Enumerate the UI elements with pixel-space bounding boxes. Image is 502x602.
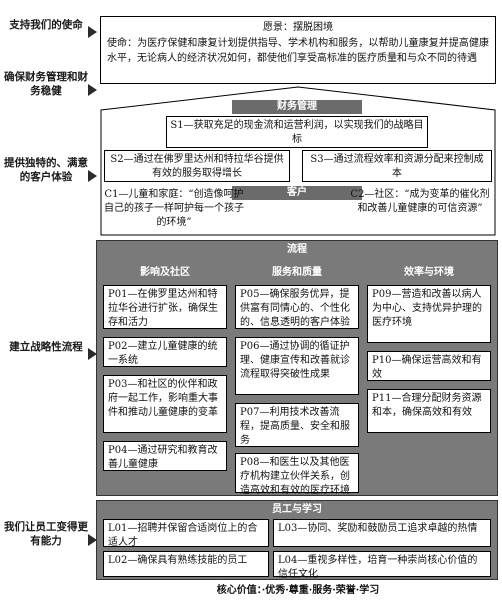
finance-s1: S1—获取充足的现金流和运营利润，以实现我们的战略目标 bbox=[166, 116, 428, 148]
arrow-right-icon bbox=[88, 534, 97, 546]
process-p06: P06—通过协调的循证护理、健康宣传和改善就诊流程取得突破性成果 bbox=[235, 337, 359, 395]
customer-c1: C1—儿童和家庭：“创造像呵护自己的孩子一样呵护每一个孩子的环境” bbox=[104, 189, 244, 228]
learning-panel: 员工与学习 L01—招聘并保留合适岗位上的合适人才 L02—确保具有熟练技能的员… bbox=[96, 500, 498, 580]
arrow-right-icon bbox=[88, 348, 97, 360]
vision-mission-box: 愿景：摆脱困境 使命：为医疗保健和康复计划提供指导、学术机构和服务，以帮助儿童康… bbox=[100, 16, 496, 84]
process-header: 流程 bbox=[287, 244, 307, 255]
process-column-head: 影响及社区 bbox=[140, 267, 190, 278]
finance-s2: S2—通过在佛罗里达州和特拉华谷提供有效的服务取得增长 bbox=[104, 150, 290, 182]
process-p03: P03—和社区的伙伴和政府一起工作，影响重大事件和推动儿童健康的变革 bbox=[103, 375, 227, 433]
learning-l02: L02—确保具有熟练技能的员工 bbox=[103, 551, 269, 577]
process-p05: P05—确保服务优异，提供富有同情心的、个性化的、信息透明的客户体验 bbox=[235, 285, 359, 329]
learning-l03: L03—协同、奖励和鼓励员工追求卓越的热情 bbox=[273, 519, 491, 547]
process-column-head: 效率与环境 bbox=[404, 267, 454, 278]
side-label-people: 我们让员工变得更有能力 bbox=[4, 521, 88, 547]
customer-header: 客户 bbox=[232, 186, 362, 200]
learning-header: 员工与学习 bbox=[272, 504, 322, 515]
arrow-right-icon bbox=[88, 170, 97, 182]
vision-text: 愿景：摆脱困境 bbox=[263, 22, 333, 33]
finance-header: 财务管理 bbox=[232, 100, 362, 114]
arrow-right-icon bbox=[88, 84, 97, 96]
process-column-head: 服务和质量 bbox=[272, 267, 322, 278]
learning-l01: L01—招聘并保留合适岗位上的合适人才 bbox=[103, 519, 269, 548]
mission-text: 使命：为医疗保健和康复计划提供指导、学术机构和服务，以帮助儿童康复并提高健康水平… bbox=[107, 38, 489, 64]
process-p07: P07—利用技术改善流程，提高质量、安全和服务 bbox=[235, 403, 359, 447]
side-label-customer: 提供独特的、满意的客户体验 bbox=[4, 157, 88, 183]
customer-c2: C2—社区：“成为变革的催化剂和改善儿童健康的可信资源” bbox=[350, 189, 490, 214]
process-p10: P10—确保运营高效和有效 bbox=[367, 351, 491, 381]
process-panel: 流程 影响及社区 服务和质量 效率与环境 P01—在佛罗里达州和特拉华谷进行扩张… bbox=[96, 240, 498, 496]
process-p04: P04—通过研究和教育改善儿童健康 bbox=[103, 441, 227, 471]
side-label-process: 建立战略性流程 bbox=[9, 341, 83, 353]
process-p01: P01—在佛罗里达州和特拉华谷进行扩张，确保生存和活力 bbox=[103, 285, 227, 329]
learning-l04: L04—重视多样性，培育一种崇尚核心价值的信任文化 bbox=[273, 551, 491, 580]
core-values: 核心价值：·优秀·尊重·服务·荣誉·学习 bbox=[216, 585, 380, 596]
finance-s3: S3—通过流程效率和资源分配来控制成本 bbox=[302, 150, 492, 182]
side-label-finance: 确保财务管理和财务稳健 bbox=[4, 71, 88, 97]
process-p02: P02—建立儿童健康的统一系统 bbox=[103, 337, 227, 367]
process-p11: P11—合理分配财务资源和本，确保高效和有效 bbox=[367, 389, 491, 433]
arrow-right-icon bbox=[88, 26, 97, 38]
process-p08: P08—和医生以及其他医疗机构建立伙伴关系，创造高效和有效的医疗环境 bbox=[235, 453, 359, 496]
side-label-mission: 支持我们的使命 bbox=[9, 19, 83, 31]
process-p09: P09—营造和改善以病人为中心、支持优异护理的医疗环境 bbox=[367, 285, 491, 343]
